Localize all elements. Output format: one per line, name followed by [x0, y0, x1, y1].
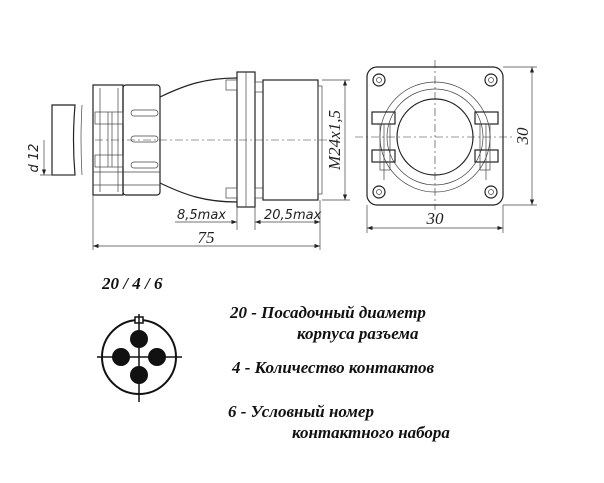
taper-top — [159, 77, 238, 98]
pin-layout-icon — [97, 314, 182, 402]
height-dimension-label: 30 — [513, 127, 532, 146]
total-length-label: 75 — [198, 228, 215, 247]
legend-line-4: 6 - Условный номер — [228, 402, 374, 421]
flange — [225, 71, 264, 208]
flange-offset-label: 8,5max — [177, 208, 226, 223]
taper-bottom — [159, 182, 238, 203]
thread-label: M24x1,5 — [325, 110, 344, 171]
body-length-label: 20,5max — [264, 208, 322, 223]
side-view: d 12 M24x1,5 8,5max 20,5max 75 — [27, 71, 350, 250]
cable — [51, 104, 83, 176]
code-label: 20 / 4 / 6 — [101, 274, 163, 293]
width-dimension-label: 30 — [426, 209, 445, 228]
legend-line-1: 20 - Посадочный диаметр — [229, 303, 426, 322]
legend-line-3: 4 - Количество контактов — [231, 358, 434, 377]
mounting-holes — [372, 73, 498, 199]
legend-line-2: корпуса разъема — [297, 324, 419, 343]
legend: 20 / 4 / 6 20 - Посадочный диаметр корпу… — [97, 274, 450, 442]
front-view: 30 30 — [355, 60, 537, 233]
rear-housing — [92, 84, 161, 196]
legend-line-5: контактного набора — [292, 423, 450, 442]
cable-diameter-label: d 12 — [27, 144, 42, 173]
